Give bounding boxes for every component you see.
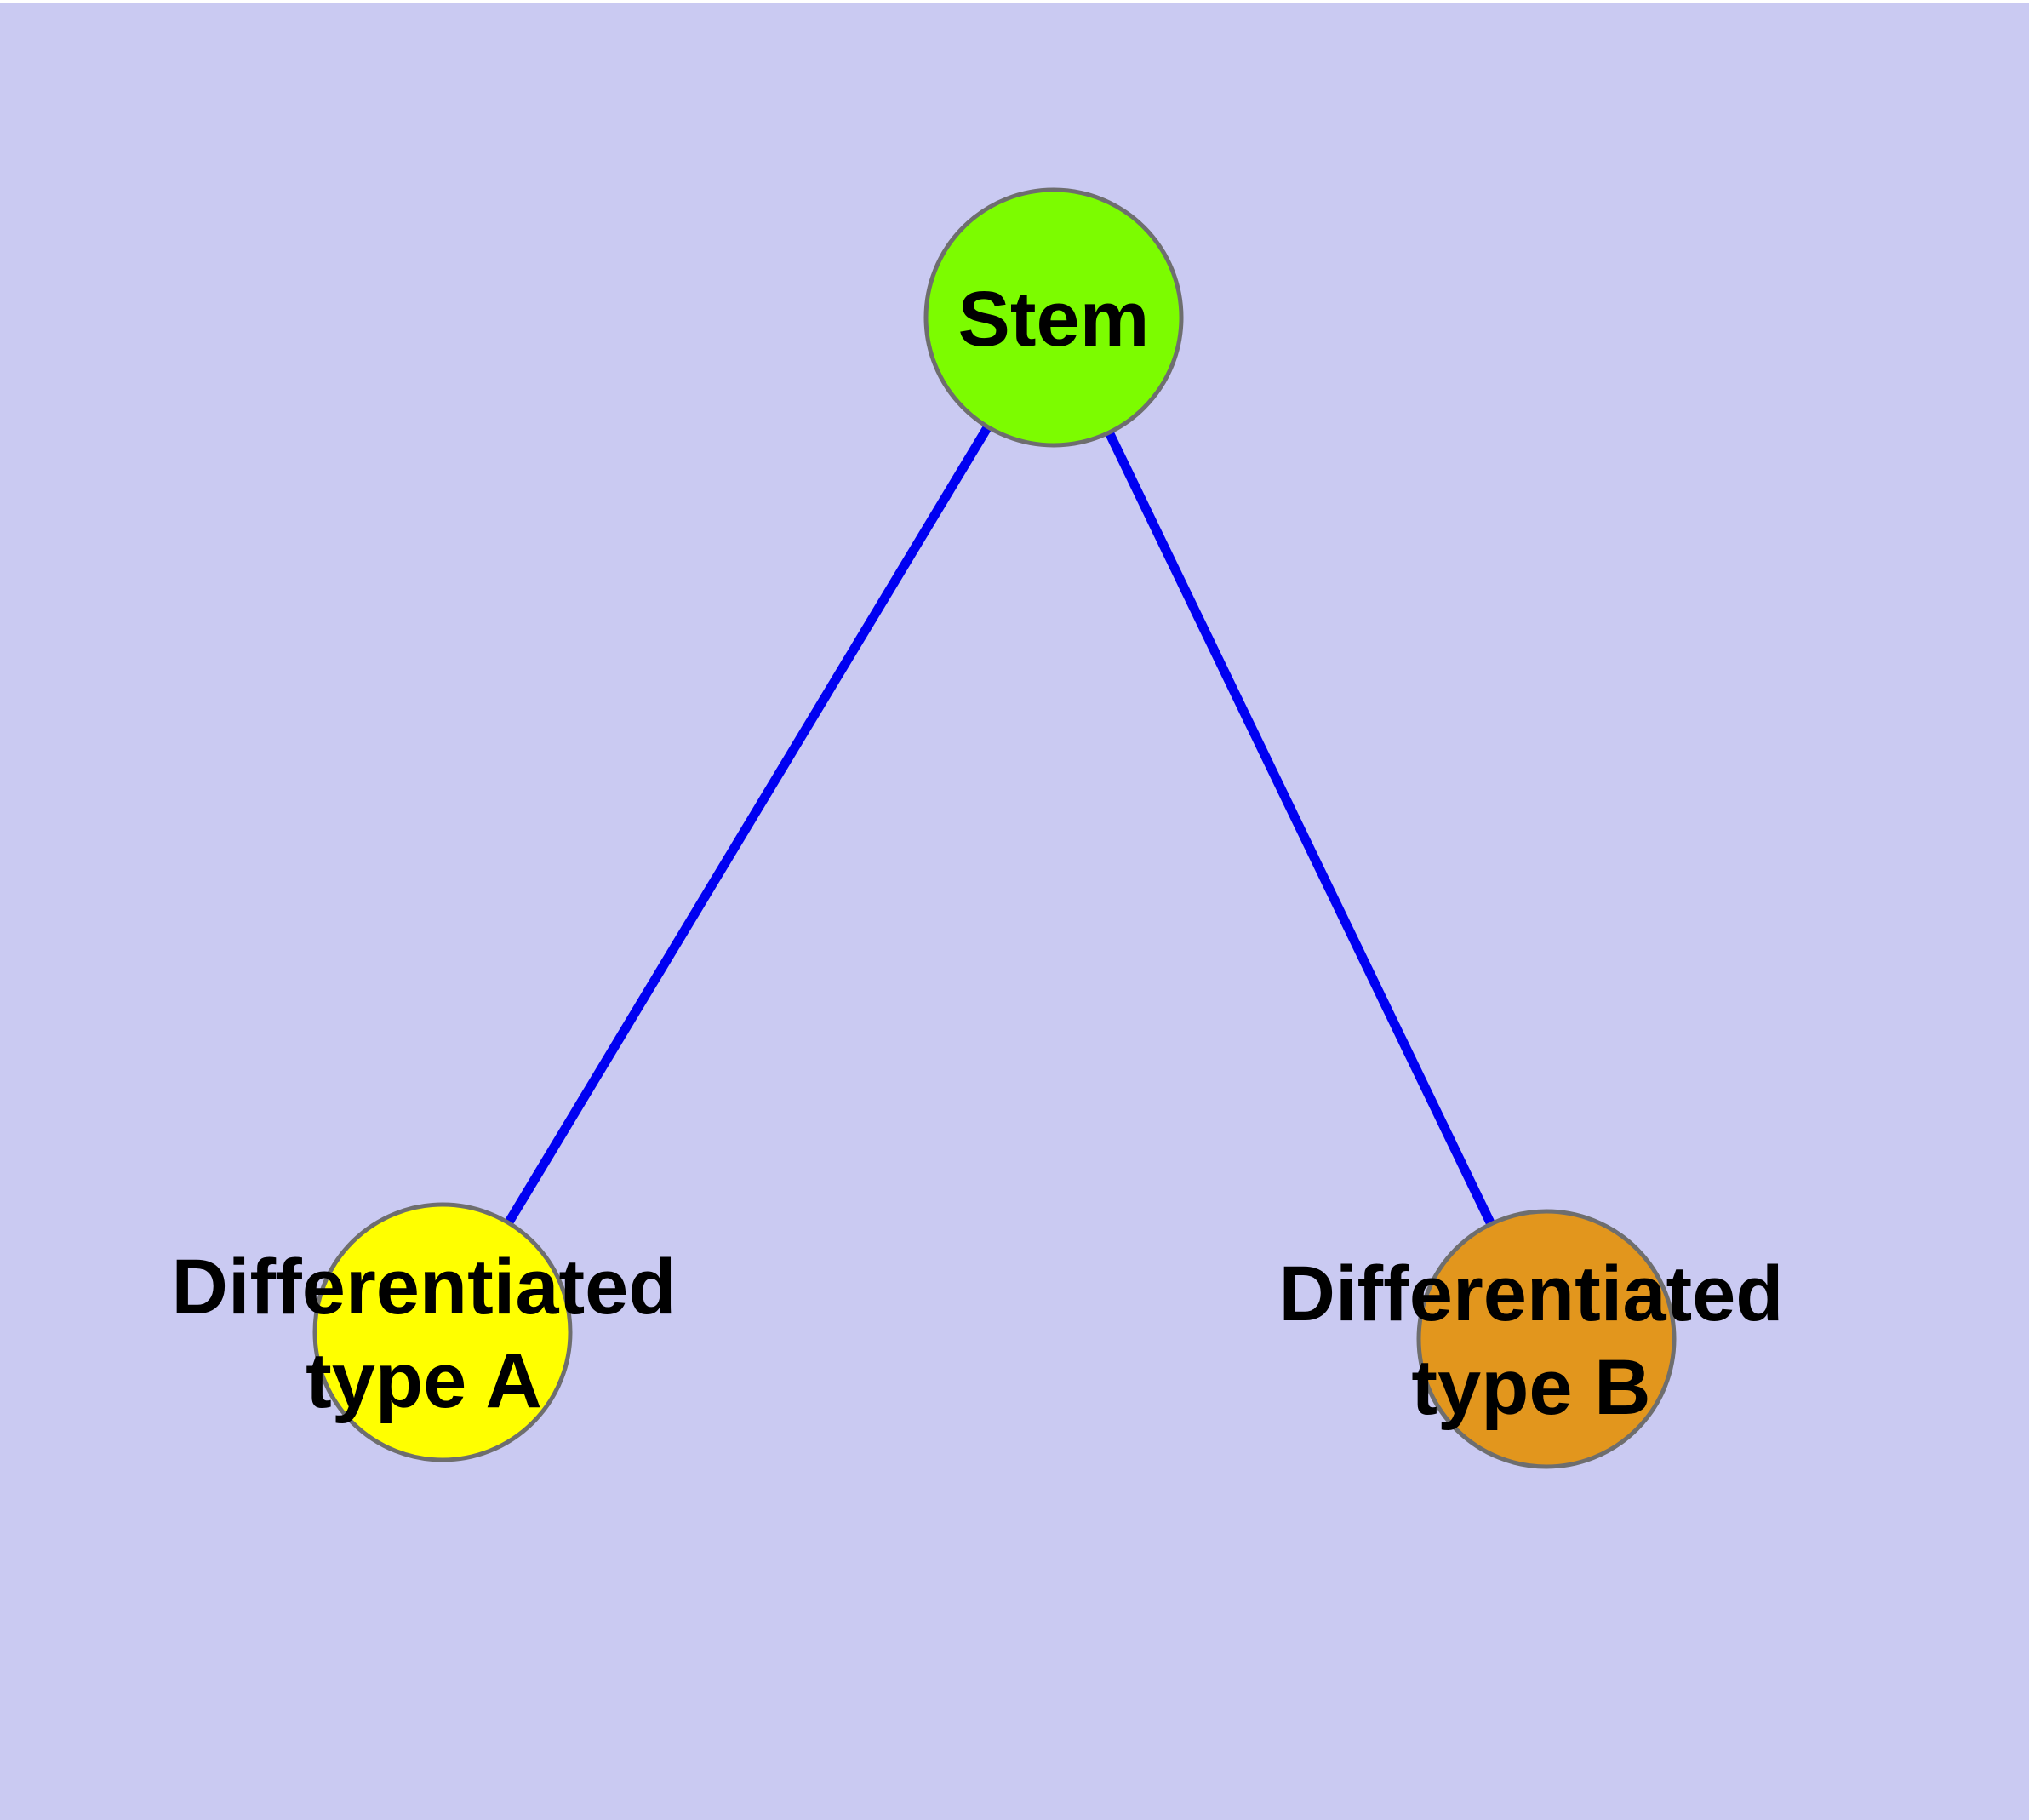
edge-stem-to-type-b xyxy=(1049,315,1551,1342)
stem-node-circle xyxy=(923,187,1184,448)
type-a-node-circle xyxy=(312,1202,573,1462)
edge-stem-to-type-a xyxy=(438,315,1058,1335)
type-b-node-circle xyxy=(1416,1209,1677,1469)
